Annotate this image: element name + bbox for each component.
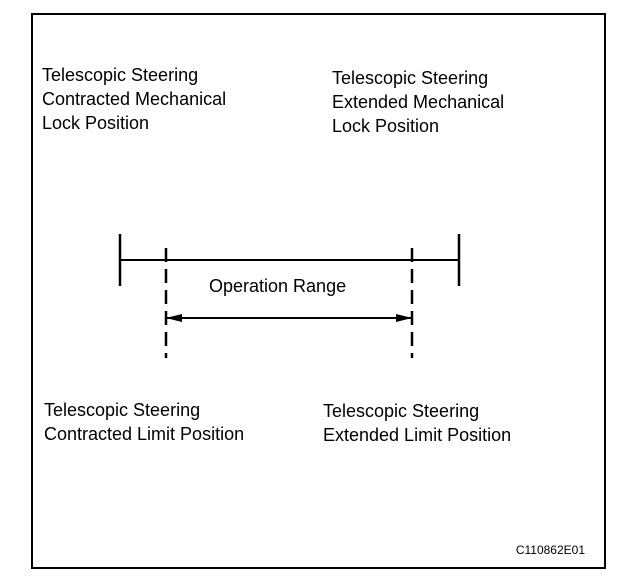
label-line: Lock Position — [42, 113, 150, 133]
label-line: Extended Limit Position — [323, 425, 512, 445]
label-line: Extended Mechanical — [332, 92, 505, 112]
extended-mechanical-lock-label: Telescopic Steering Extended Mechanical … — [332, 66, 504, 138]
label-line: Telescopic Steering — [42, 65, 199, 85]
contracted-limit-label: Telescopic Steering Contracted Limit Pos… — [44, 398, 244, 446]
label-line: Lock Position — [332, 116, 440, 136]
operation-range-label: Operation Range — [209, 276, 347, 296]
label-line: Telescopic Steering — [44, 400, 201, 420]
extended-limit-label: Telescopic Steering Extended Limit Posit… — [323, 399, 511, 447]
diagram-frame — [31, 13, 606, 569]
label-line: Telescopic Steering — [332, 68, 489, 88]
label-line: Contracted Limit Position — [44, 424, 245, 444]
figure-code: C110862E01 — [515, 543, 585, 557]
label-line: Contracted Mechanical — [42, 89, 227, 109]
contracted-mechanical-lock-label: Telescopic Steering Contracted Mechanica… — [42, 63, 226, 135]
label-line: Telescopic Steering — [323, 401, 480, 421]
